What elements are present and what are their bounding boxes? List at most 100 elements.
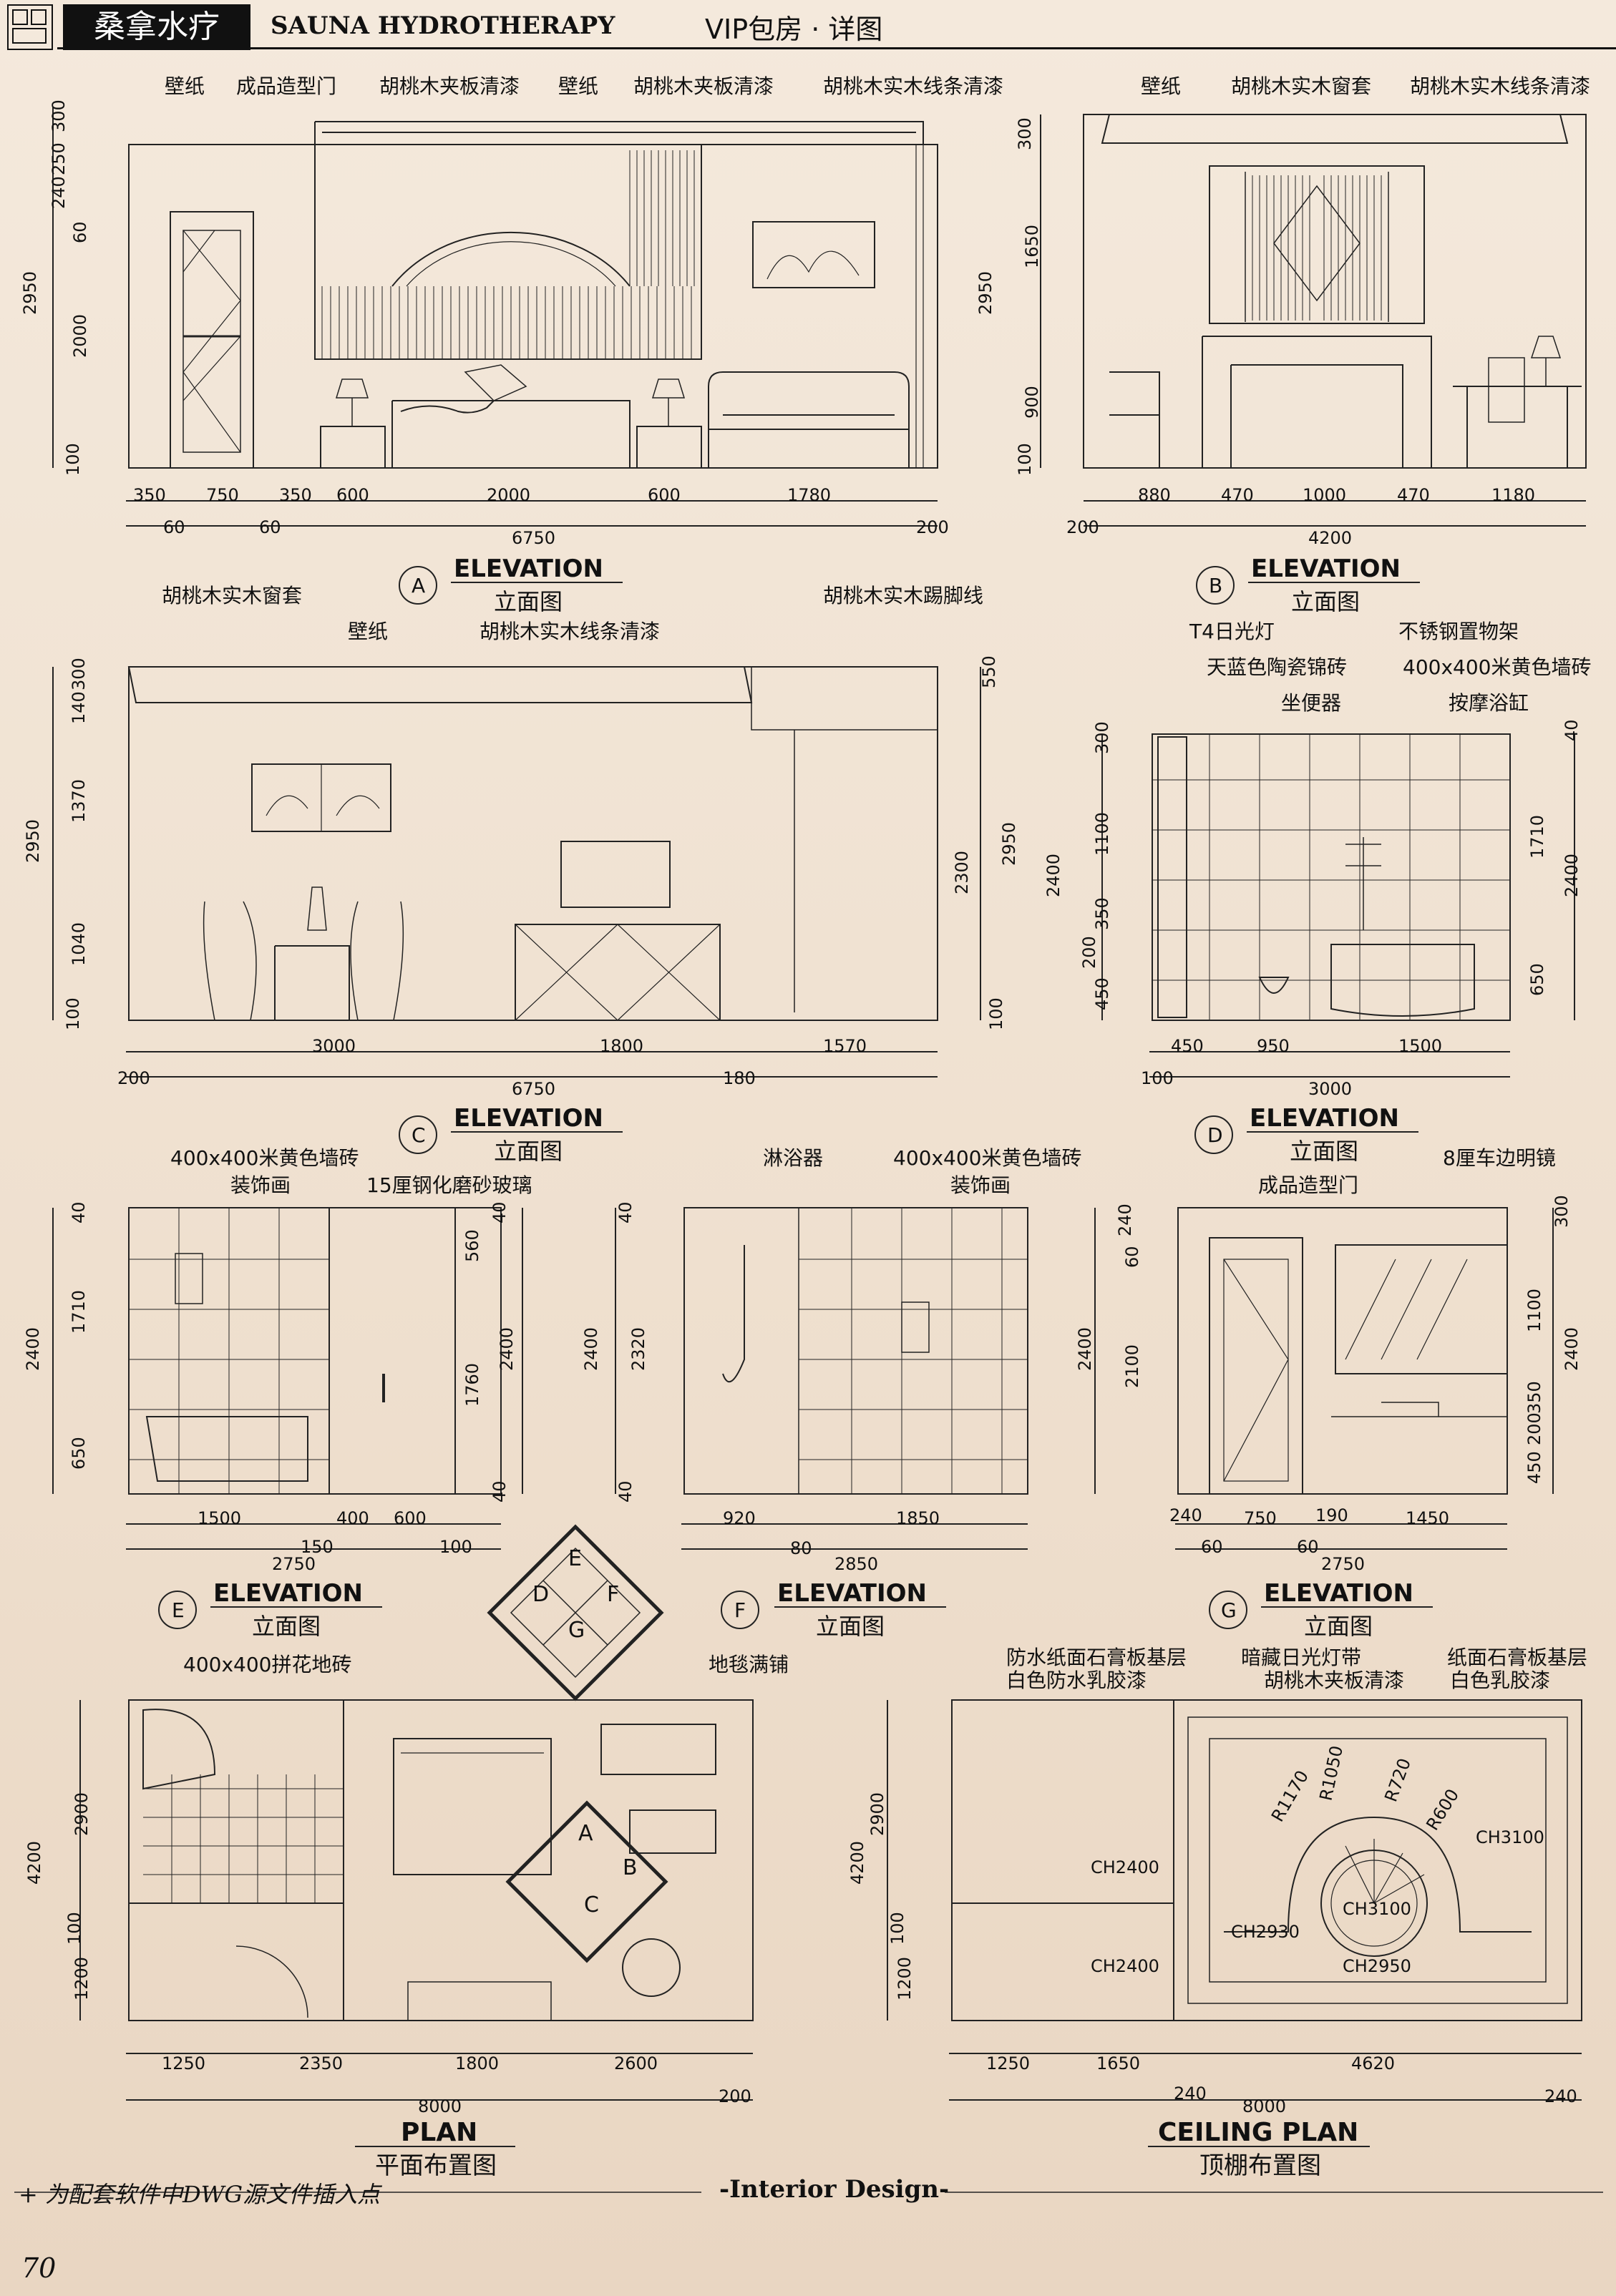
ef-dim-left-4: 40: [615, 1480, 636, 1503]
ee-label-cn: 立面图: [252, 1613, 321, 1640]
ee-dim-b-2: 400: [336, 1508, 369, 1528]
ed-dim-b2-1: 100: [1141, 1068, 1174, 1088]
eb-label-cn: 立面图: [1291, 588, 1360, 615]
logo-mark: [12, 9, 47, 44]
elevation-key-diamond: [487, 1524, 664, 1701]
ee-dim-left-4: 650: [69, 1437, 89, 1470]
ed-dim-left-6: 450: [1092, 977, 1112, 1010]
cp-dim-b-3: 4620: [1351, 2053, 1395, 2073]
elevation-d-toilet: [1258, 977, 1290, 994]
ea-dim-left-5: 2950: [20, 271, 40, 315]
ec-dim-right-4: 100: [986, 997, 1006, 1030]
ed-dim-left-4: 350: [1092, 897, 1112, 930]
eg-dim-b2-1: 60: [1201, 1537, 1223, 1557]
ea-callout-1: 壁纸: [165, 74, 205, 98]
ed-dim-b-1: 450: [1171, 1036, 1204, 1056]
plan-total: 8000: [418, 2096, 462, 2116]
ee-dim-b2-1: 150: [301, 1537, 334, 1557]
eg-dim-left-4: 2100: [1122, 1344, 1142, 1388]
page-number: 70: [21, 2252, 57, 2284]
footer-brand: -Interior Design-: [719, 2175, 950, 2204]
ea-dim-left-7: 100: [63, 443, 83, 476]
plan-dim-b-4: 2600: [614, 2053, 658, 2073]
plan: [79, 1699, 754, 2101]
ef-callout-2: 400x400米黄色墙砖: [893, 1146, 1081, 1170]
key-letter-c: C: [584, 1892, 599, 1918]
ea-total: 6750: [512, 528, 555, 548]
elevation-a-painting: [752, 221, 875, 288]
ea-dim-b-5: 2000: [487, 485, 530, 505]
ef-dim-left-1: 40: [615, 1201, 636, 1223]
key-letter-a: A: [578, 1821, 593, 1846]
ed-callout-4: 不锈钢置物架: [1398, 620, 1519, 643]
ed-callout-1: T4日光灯: [1189, 620, 1275, 643]
eg-dim-right-1: 300: [1552, 1195, 1572, 1228]
eg-total: 2750: [1321, 1554, 1365, 1574]
cp-radius-1: R1170: [1267, 1767, 1313, 1825]
eb-label-en: ELEVATION: [1251, 555, 1401, 583]
cp-label-en: CEILING PLAN: [1158, 2118, 1358, 2147]
key-letter-f: F: [607, 1582, 619, 1607]
ec-dim-b-3: 1570: [823, 1036, 867, 1056]
eb-dim-b-2: 470: [1221, 485, 1254, 505]
key-letter-g: G: [568, 1618, 585, 1643]
eg-dim-left-1: 240: [1115, 1203, 1135, 1236]
ee-callout-1: 400x400米黄色墙砖: [170, 1146, 359, 1170]
ea-callout-4: 壁纸: [558, 74, 598, 98]
ed-dim-left-3: 2400: [1043, 854, 1063, 897]
eg-dim-right-6: 450: [1524, 1451, 1544, 1484]
eg-dim-right-5: 200: [1524, 1412, 1544, 1445]
eg-dim-b-4: 1450: [1406, 1508, 1449, 1528]
header-title-en: SAUNA HYDROTHERAPY: [271, 11, 615, 40]
ee-dim-right-2: 560: [462, 1229, 482, 1262]
plan-tv-cabinet: [629, 1809, 716, 1854]
elevation-d: [1101, 733, 1575, 1078]
ee-dim-left-3: 2400: [23, 1327, 43, 1371]
ec-total: 6750: [512, 1079, 555, 1099]
cp-height-4: CH3100: [1343, 1899, 1411, 1919]
ea-dim-left-4: 60: [70, 221, 90, 243]
plan-dim-left-1: 2900: [72, 1792, 92, 1836]
eg-dim-b2-2: 60: [1297, 1537, 1319, 1557]
ed-callout-3: 坐便器: [1281, 691, 1341, 715]
plan-sofa: [600, 1724, 716, 1775]
ed-dim-right-3: 2400: [1562, 854, 1582, 897]
ec-label-en: ELEVATION: [454, 1104, 603, 1133]
plan-dim-left-2: 4200: [24, 1841, 44, 1885]
ed-callout-5: 400x400米黄色墙砖: [1403, 655, 1591, 679]
elevation-a-cornice: [314, 121, 924, 145]
ed-dim-right-1: 40: [1562, 719, 1582, 741]
ed-dim-left-2: 1100: [1092, 812, 1112, 856]
ec-dim-b-2: 1800: [600, 1036, 643, 1056]
cp-height-5: CH2950: [1343, 1956, 1411, 1976]
marker-a-label: A: [412, 574, 425, 597]
plan-table: [622, 1938, 681, 1997]
ea-dim-b2-1: 60: [163, 517, 185, 537]
ee-dim-b-3: 600: [394, 1508, 427, 1528]
ea-label-cn: 立面图: [494, 588, 563, 615]
ea-dim-b-4: 600: [336, 485, 369, 505]
ee-dim-b2-2: 100: [439, 1537, 472, 1557]
marker-d: [1194, 1115, 1233, 1154]
elevation-b-window: [1209, 165, 1425, 324]
eb-dim-b-3: 1000: [1303, 485, 1346, 505]
cp-dim-b-2: 1650: [1096, 2053, 1140, 2073]
eb-dim-left-4: 900: [1022, 386, 1042, 419]
marker-e-label: E: [172, 1598, 185, 1622]
ea-callout-2: 成品造型门: [236, 74, 336, 98]
cp-height-3: CH2930: [1231, 1922, 1300, 1942]
ee-total: 2750: [272, 1554, 316, 1574]
ef-callout-3: 装饰画: [950, 1173, 1011, 1197]
eg-dim-left-2: 60: [1122, 1246, 1142, 1268]
elevation-b-cornice: [1101, 114, 1569, 144]
header-title-cn: 桑拿水疗: [63, 4, 250, 50]
elevation-g-mirror: [1335, 1244, 1508, 1374]
ea-callout-5: 胡桃木夹板清漆: [633, 74, 774, 98]
elevation-a-dim-lines: [126, 500, 938, 527]
elevation-c-chairs: [203, 901, 404, 1021]
ef-dim-b-1: 920: [723, 1508, 756, 1528]
cp-dim-b-1: 1250: [986, 2053, 1030, 2073]
ee-callout-2: 装饰画: [230, 1173, 291, 1197]
elevation-a-sofa: [708, 371, 910, 468]
